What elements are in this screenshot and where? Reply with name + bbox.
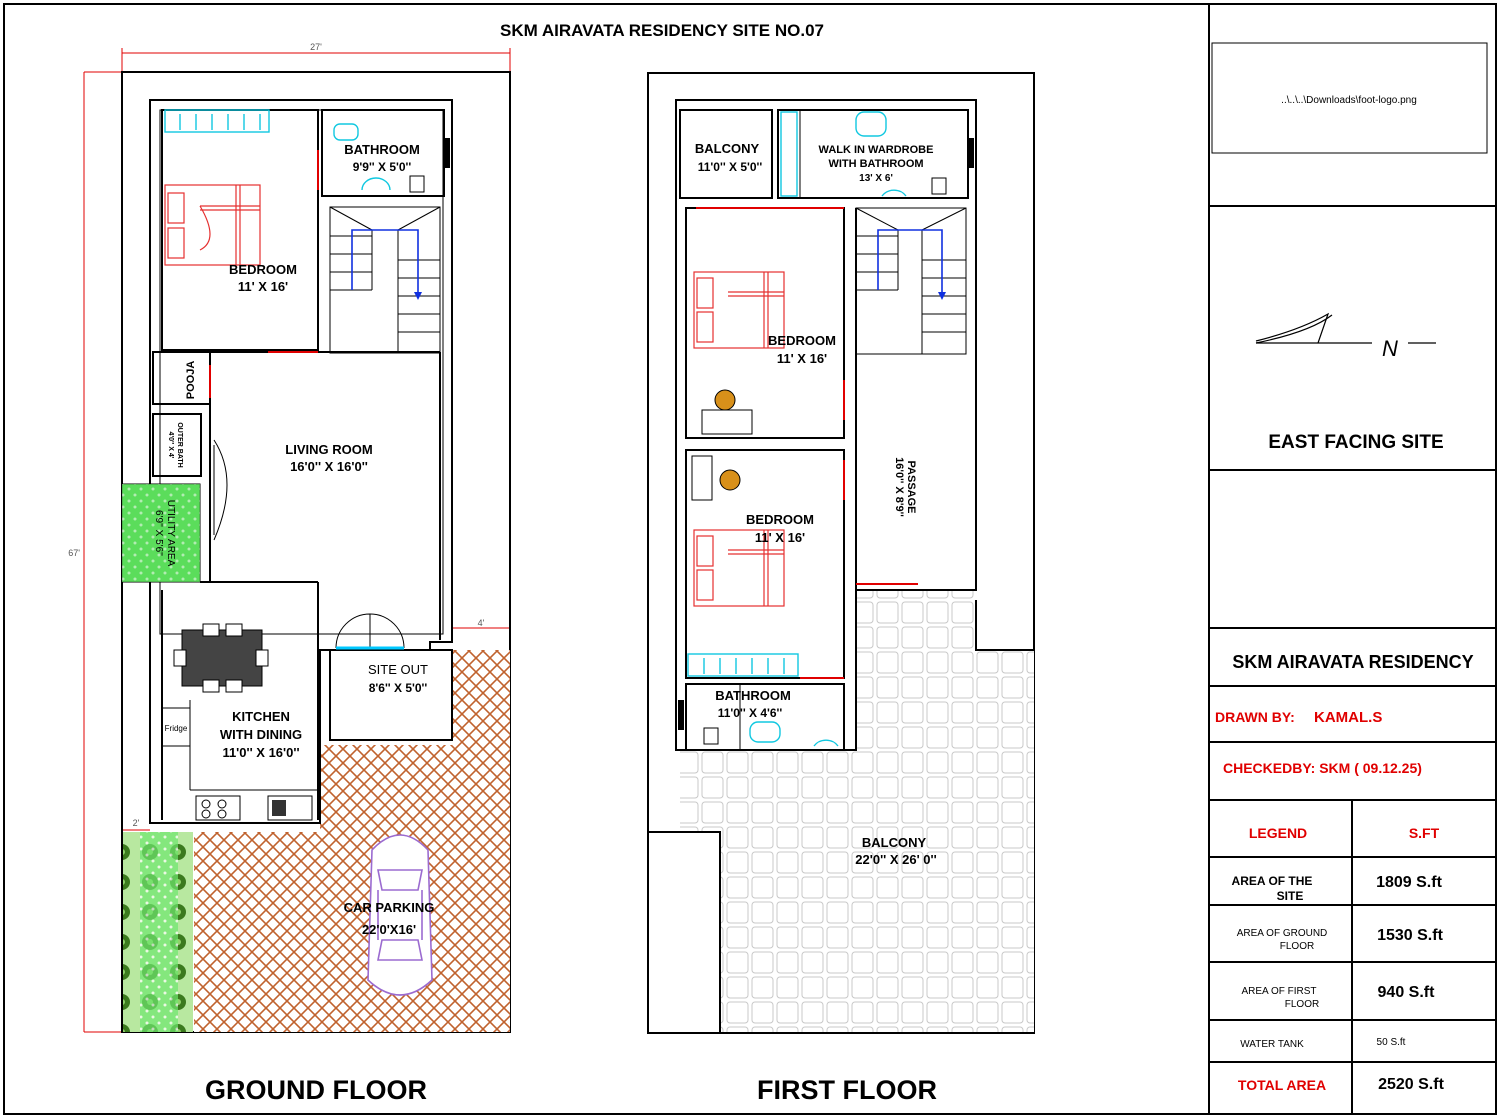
first-floor-plan: BALCONY 11'0'' X 5'0'' WALK IN WARDROBE …: [647, 72, 1035, 1034]
gf-bedroom-size: 11' X 16': [238, 279, 288, 294]
drawn-by-name: KAMAL.S: [1314, 709, 1382, 726]
logo-placeholder-path: ..\..\..\Downloads\foot-logo.png: [1281, 95, 1417, 106]
gf-parking-size: 22'0'X16': [362, 922, 416, 937]
ff-bathroom-name: BATHROOM: [715, 688, 791, 703]
legend-row-tank-value: 50 S.ft: [1377, 1037, 1406, 1048]
drawn-by-label: DRAWN BY:: [1215, 709, 1295, 725]
front-gap-dimension: 2': [133, 818, 140, 828]
gf-bathroom-name: BATHROOM: [344, 142, 420, 157]
north-label: N: [1382, 336, 1398, 361]
legend-row-first-value: 940 S.ft: [1378, 984, 1436, 1001]
ff-balcony-top-name: BALCONY: [695, 141, 760, 156]
gf-bedroom-name: BEDROOM: [229, 262, 297, 277]
ff-balcony-front-name: BALCONY: [862, 835, 927, 850]
legend-row-site-label: AREA OF THE: [1232, 874, 1313, 888]
ff-passage-name: PASSAGE: [905, 461, 917, 514]
legend-header: LEGEND: [1249, 825, 1307, 841]
balcony-tiles: [680, 590, 1034, 1032]
ff-wardrobe-name: WALK IN WARDROBE: [819, 144, 934, 156]
total-area-value: 2520 S.ft: [1378, 1076, 1444, 1093]
ff-balcony-top-size: 11'0'' X 5'0'': [698, 160, 763, 174]
title-block: ..\..\..\Downloads\foot-logo.png N EAST …: [1209, 42, 1496, 1114]
ff-wardrobe-name2: WITH BATHROOM: [828, 158, 923, 170]
legend-row-ground-label2: FLOOR: [1280, 941, 1314, 952]
gf-bathroom-size: 9'9'' X 5'0'': [353, 160, 412, 174]
width-dimension: 27': [310, 42, 322, 52]
gf-utility-size: 6'9'' X 5'6'': [153, 510, 164, 556]
ff-balcony-front-size: 22'0'' X 26' 0'': [855, 852, 936, 867]
site-facing: EAST FACING SITE: [1268, 432, 1443, 453]
ground-floor-plan: 27' 67' 4' 2': [68, 42, 511, 1033]
legend-row-ground-value: 1530 S.ft: [1377, 927, 1443, 944]
legend-row-site-label2: SITE: [1277, 889, 1304, 903]
gf-siteout-size: 8'6'' X 5'0'': [369, 681, 428, 695]
gf-living-name: LIVING ROOM: [285, 442, 372, 457]
ff-wardrobe-size: 13' X 6': [859, 173, 893, 184]
ff-bedroom2-size: 11' X 16': [755, 530, 805, 545]
gf-living-size: 16'0'' X 16'0'': [290, 459, 368, 474]
ff-bedroom1-name: BEDROOM: [768, 333, 836, 348]
gf-fridge-label: Fridge: [165, 724, 188, 733]
car-symbol: [367, 834, 433, 996]
sheet-title: SKM AIRAVATA RESIDENCY SITE NO.07: [500, 21, 824, 40]
ff-bathroom-size: 11'0'' X 4'6'': [718, 706, 783, 720]
length-dimension: 67': [68, 548, 80, 558]
side-gap-dimension: 4': [478, 618, 485, 628]
ff-bedroom2-name: BEDROOM: [746, 512, 814, 527]
gf-outer-bath-label: OUTER BATH: [176, 422, 183, 467]
legend-row-site-value: 1809 S.ft: [1376, 874, 1442, 891]
gf-kitchen-size: 11'0'' X 16'0'': [222, 745, 299, 760]
checked-by: CHECKEDBY: SKM ( 09.12.25): [1223, 760, 1422, 776]
north-arrow-icon: [1255, 312, 1436, 344]
first-floor-caption: FIRST FLOOR: [757, 1075, 937, 1105]
ground-floor-caption: GROUND FLOOR: [205, 1075, 427, 1105]
parking-floor: [194, 650, 510, 1032]
ff-passage-size: 16'0'' X 8'9'': [893, 457, 905, 517]
gf-siteout-name: SITE OUT: [368, 662, 428, 677]
legend-row-tank-label: WATER TANK: [1240, 1039, 1304, 1050]
ff-bedroom1-size: 11' X 16': [777, 351, 827, 366]
gf-kitchen-name: KITCHEN: [232, 709, 290, 724]
gf-utility-label: UTILITY AREA: [165, 500, 176, 567]
gf-parking-name: CAR PARKING: [344, 900, 435, 915]
gf-outer-bath-size: 4'0'' X 4': [167, 432, 174, 459]
gf-kitchen-name2: WITH DINING: [220, 727, 302, 742]
legend-row-first-label2: FLOOR: [1285, 999, 1319, 1010]
project-name: SKM AIRAVATA RESIDENCY: [1232, 652, 1473, 672]
legend-row-first-label: AREA OF FIRST: [1241, 986, 1316, 997]
legend-row-ground-label: AREA OF GROUND: [1237, 928, 1328, 939]
total-area-label: TOTAL AREA: [1238, 1077, 1326, 1093]
sheet-border: [3, 3, 1497, 1115]
sft-header: S.FT: [1409, 825, 1440, 841]
gf-pooja-label: POOJA: [185, 361, 197, 400]
